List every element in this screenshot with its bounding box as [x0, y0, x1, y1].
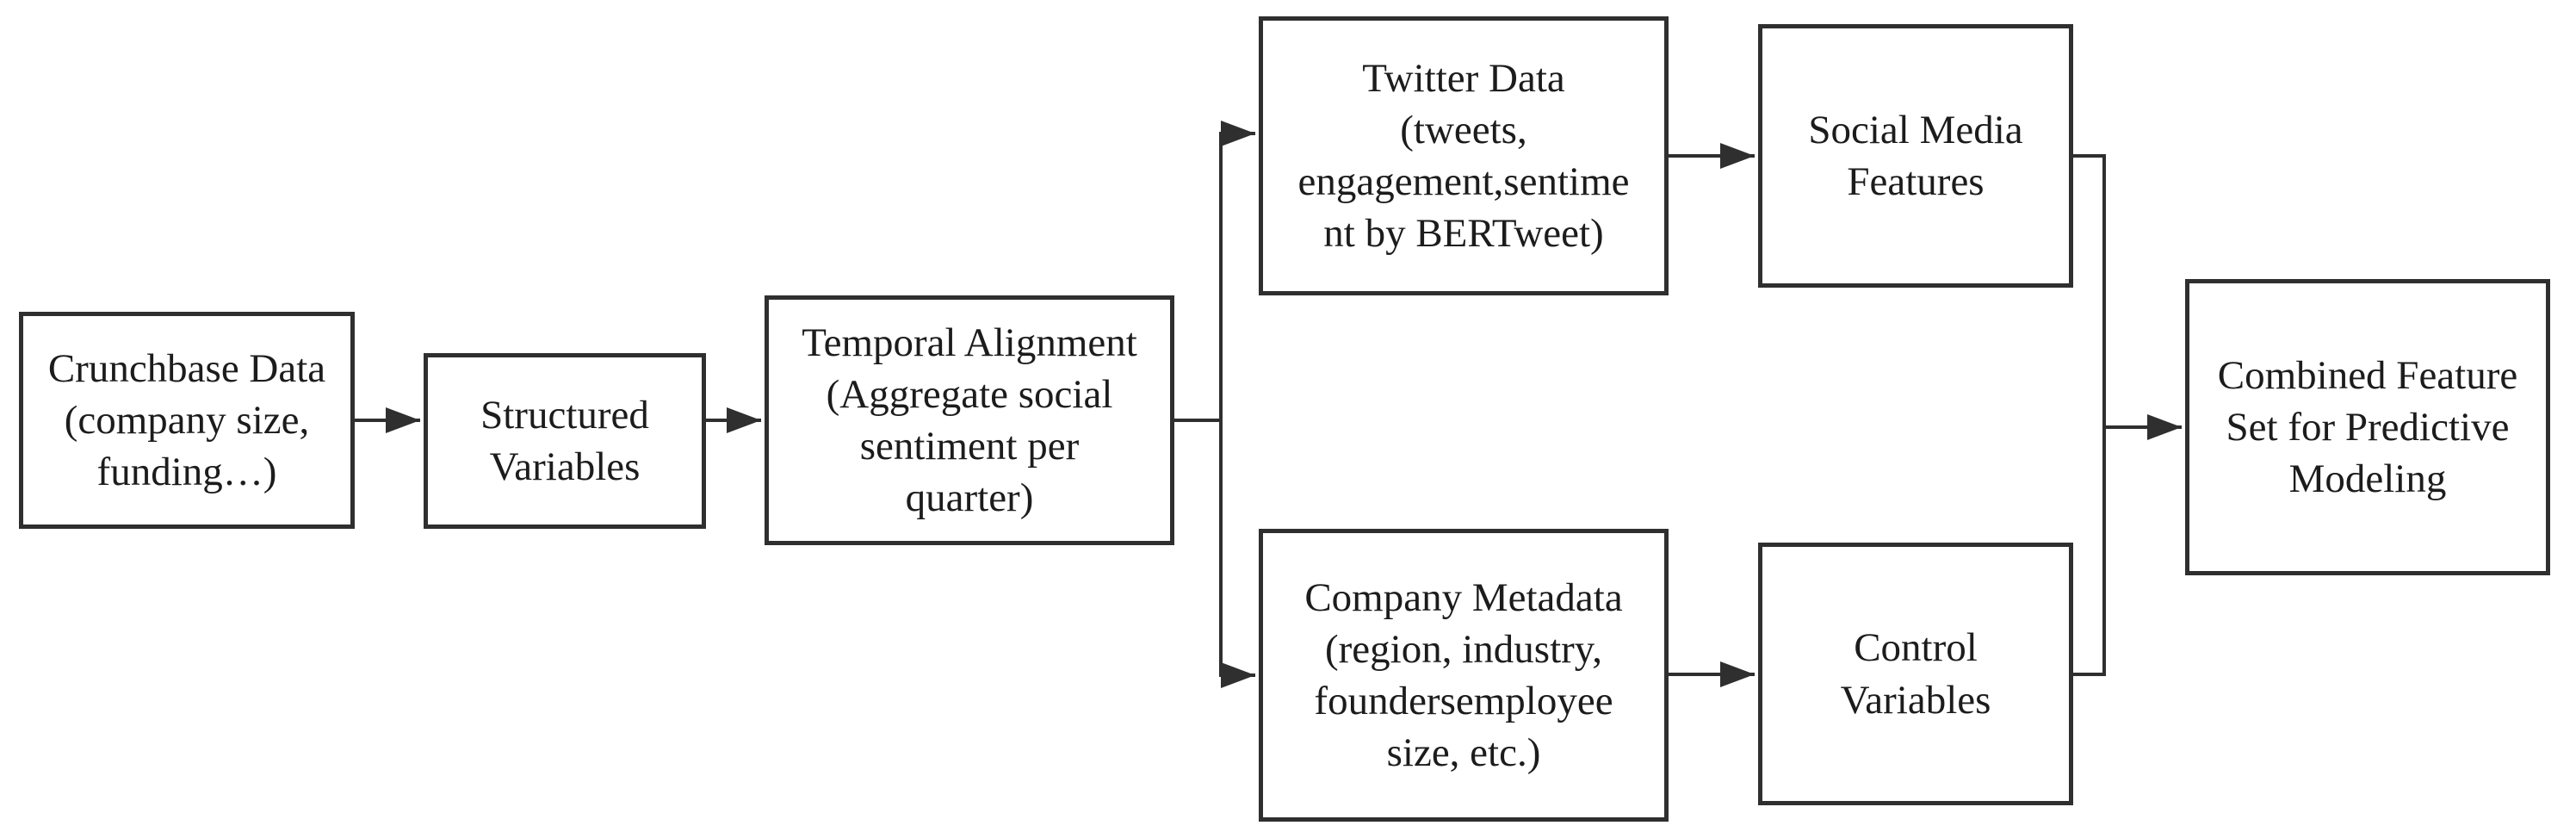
- node-social-media-features: Social Media Features: [1758, 24, 2073, 288]
- node-label: Control Variables: [1840, 625, 1991, 723]
- node-structured-variables: Structured Variables: [424, 353, 706, 529]
- node-twitter-data: Twitter Data (tweets, engagement,sentime…: [1259, 16, 1669, 295]
- node-label: Combined Feature Set for Predictive Mode…: [2217, 352, 2518, 502]
- node-label: Structured Variables: [480, 392, 649, 489]
- node-temporal-alignment: Temporal Alignment (Aggregate social sen…: [765, 295, 1174, 545]
- node-label: Twitter Data (tweets, engagement,sentime…: [1297, 55, 1630, 257]
- node-label: Company Metadata (region, industry, foun…: [1304, 574, 1623, 776]
- node-label: Crunchbase Data (company size, funding…): [47, 345, 326, 495]
- node-combined-feature-set: Combined Feature Set for Predictive Mode…: [2185, 279, 2550, 575]
- node-label: Social Media Features: [1808, 107, 2023, 204]
- node-control-variables: Control Variables: [1758, 543, 2073, 805]
- node-label: Temporal Alignment (Aggregate social sen…: [802, 320, 1137, 521]
- node-company-metadata: Company Metadata (region, industry, foun…: [1259, 529, 1669, 822]
- node-crunchbase-data: Crunchbase Data (company size, funding…): [19, 312, 355, 529]
